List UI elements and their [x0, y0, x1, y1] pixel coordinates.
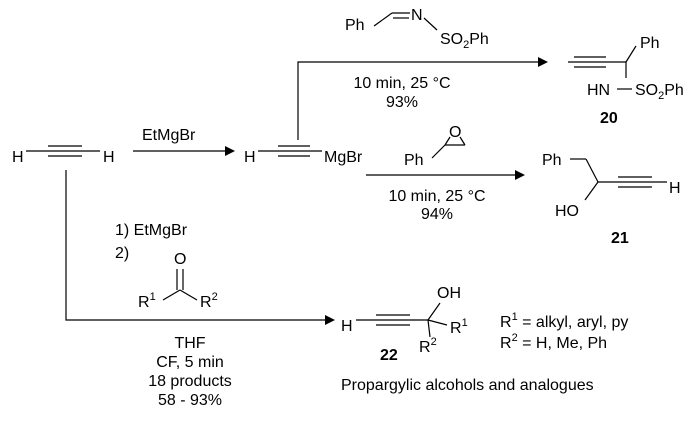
bond [459, 136, 466, 146]
bond [162, 289, 181, 301]
product-20-ph: Ph [640, 35, 660, 52]
bottom-conditions-flow: CF, 5 min [156, 354, 224, 371]
intermediate-mgbr: MgBr [324, 149, 363, 166]
arrow-top-head [538, 57, 548, 67]
product-22: H OH R1 R2 22 [341, 285, 468, 364]
reagent-etmgbr: EtMgBr [142, 127, 196, 144]
product-20-so2ph: SO2Ph [635, 82, 684, 102]
arrow-bottom-head [325, 315, 335, 325]
r1-definition: R1 = alkyl, aryl, py [500, 311, 628, 331]
bottom-conditions-products: 18 products [148, 373, 232, 390]
caption: Propargylic alcohols and analogues [341, 377, 594, 394]
acetylene: H H [12, 145, 115, 166]
imine-reagent: Ph N SO2Ph [345, 7, 489, 51]
ketone-r2: R2 [200, 291, 218, 311]
acetylene-right-h: H [103, 149, 115, 166]
bottom-conditions-solvent: THF [174, 335, 205, 352]
product-22-oh: OH [437, 285, 461, 302]
bottom-conditions-yield: 58 - 93% [158, 392, 222, 409]
imine-n: N [411, 7, 423, 24]
ethynylmagnesium-bromide: H MgBr [244, 145, 363, 166]
product-22-r2: R2 [419, 336, 437, 356]
bottom-conditions: THF CF, 5 min 18 products 58 - 93% [148, 335, 232, 409]
arrow-top-shaft [297, 61, 538, 140]
epoxide-o: O [449, 124, 461, 141]
ketone-reagent: O R1 R2 [138, 251, 218, 311]
top-yield: 93% [386, 94, 418, 111]
imine-so2ph: SO2Ph [440, 31, 489, 51]
product-22-h: H [341, 318, 353, 335]
arrow-middle-head [515, 170, 525, 180]
bond [373, 12, 393, 27]
bond [427, 319, 431, 338]
product-22-r1: R1 [450, 317, 468, 337]
bond [584, 181, 599, 201]
bond [625, 45, 637, 63]
middle-yield: 94% [421, 206, 453, 223]
arrow-bottom-shaft [65, 170, 325, 321]
bond [427, 319, 448, 326]
product-21-ph: Ph [542, 152, 562, 169]
bond [585, 158, 599, 183]
product-20-hn: HN [587, 82, 610, 99]
acetylene-left-h: H [12, 149, 24, 166]
arrow-grignard-head [225, 146, 235, 156]
product-21-h: H [669, 180, 681, 197]
bond [444, 136, 451, 146]
bond [423, 17, 438, 31]
intermediate-h: H [244, 149, 256, 166]
ketone-r1: R1 [138, 291, 156, 311]
middle-conditions: 10 min, 25 °C [388, 188, 485, 205]
ketone-o: O [174, 251, 186, 268]
styrene-oxide-reagent: Ph O [404, 124, 466, 169]
bottom-step-2: 2) [115, 245, 129, 262]
bottom-step-1: 1) EtMgBr [115, 222, 188, 239]
top-conditions: 10 min, 25 °C [353, 75, 450, 92]
bond [179, 289, 198, 301]
bond [431, 144, 446, 159]
product-20: Ph HN SO2Ph 20 [568, 35, 684, 127]
compound-number-22: 22 [380, 347, 398, 364]
compound-number-21: 21 [611, 230, 629, 247]
imine-ph: Ph [345, 17, 365, 34]
bond [427, 302, 441, 321]
r2-definition: R2 = H, Me, Ph [500, 332, 607, 352]
product-21-ho: HO [555, 203, 579, 220]
compound-number-20: 20 [600, 110, 618, 127]
epoxide-ph: Ph [404, 152, 424, 169]
product-21: Ph HO H 21 [542, 152, 681, 247]
